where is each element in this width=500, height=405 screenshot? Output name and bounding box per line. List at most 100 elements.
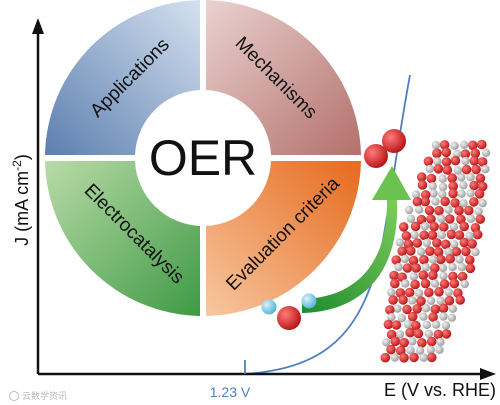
metal-atom [422,238,432,248]
oxygen-atom [438,303,449,314]
oxygen-atom [390,278,400,289]
oxygen-atom [402,263,413,273]
watermark-text: 云数学资讯 [22,390,67,402]
metal-atom [461,156,470,166]
oxygen-atom [416,296,426,307]
metal-atom [437,214,446,223]
oxygen-atom [467,239,478,249]
oxygen-atom [419,254,429,265]
oxygen-atom [398,222,409,232]
oxygen-atom [475,214,486,224]
oxygen-atom [391,255,402,265]
oxygen-atom [472,229,483,240]
metal-atom [429,189,438,198]
oxygen-atom [432,238,442,248]
x-axis-arrowhead [480,368,496,380]
metal-atom [457,189,466,198]
o2-atom-2 [364,144,388,168]
oxygen-atom [459,221,470,232]
oxygen-atom [445,214,455,224]
oxygen-atom [455,295,466,305]
oxygen-atom [388,295,398,305]
metal-atom [419,353,428,362]
oxygen-atom [441,329,452,339]
metal-atom [444,247,453,256]
metal-atom [457,263,467,272]
oxygen-atom [420,196,431,207]
metal-atom [430,279,440,288]
oxygen-atom [450,155,461,166]
metal-atom [401,279,410,288]
metal-atom [460,279,469,289]
metal-atom [403,320,413,329]
metal-atom [448,262,457,272]
metal-atom [426,345,435,355]
metal-atom [424,329,434,338]
oxygen-atom [441,147,452,158]
metal-atom [412,190,421,199]
oxygen-atom [398,295,408,305]
metal-atom [438,263,448,273]
oxygen-atom [405,327,415,338]
oxygen-atom [426,336,437,347]
oxygen-atom [445,254,456,264]
oxygen-atom [426,214,436,224]
oxygen-atom [428,312,438,322]
oxygen-atom [450,198,460,208]
metal-atom [387,288,396,297]
metal-atom [429,255,438,264]
metal-atom [478,199,487,208]
oxygen-atom [474,189,485,199]
metal-atom [390,353,399,362]
oxygen-atom [449,278,460,289]
oxygen-atom [423,156,434,167]
metal-atom [441,321,451,330]
metal-atom [466,214,476,223]
oxygen-atom [385,305,395,315]
metal-atom [404,205,414,215]
metal-atom [394,262,403,272]
metal-atom [444,288,453,297]
oxygen-atom [442,165,453,175]
metal-atom [425,164,435,174]
metal-atom [447,313,457,322]
oxygen-atom [448,188,458,199]
oxygen-atom [456,214,466,225]
metal-atom [439,312,448,321]
oxygen-atom [383,319,394,330]
oxygen-atom [439,222,449,232]
x-axis-label: E (V vs. RHE) [384,380,496,400]
metal-atom [406,214,416,223]
oxygen-atom [411,263,422,273]
oxygen-atom [406,246,416,256]
segment-electrocatalysis [45,161,200,316]
oxygen-atom [432,148,442,159]
metal-atom [395,238,404,247]
oxygen-atom [412,238,423,248]
oxygen-atom [412,304,422,314]
water-hydrogen-2 [301,293,317,309]
metal-atom [474,207,483,216]
oxygen-atom [399,353,409,363]
water-hydrogen-1 [261,299,277,315]
oxygen-atom [440,239,451,250]
oxygen-atom [434,205,444,216]
metal-atom [459,199,468,208]
segment-evaluation-criteria [206,161,361,316]
oxygen-atom [465,255,475,265]
oxygen-atom [469,197,479,207]
oxygen-atom [454,205,464,216]
oxygen-atom [433,164,444,174]
watermark-icon [9,391,19,401]
oxygen-atom [454,230,465,240]
metal-atom [457,173,466,182]
oxygen-atom [410,221,421,232]
oxygen-atom [386,344,396,355]
metal-atom [436,296,445,306]
oxygen-atom [459,237,470,248]
oxygen-atom [439,279,450,289]
metal-atom [465,231,474,241]
y-axis-label: J (mA cm-2) [10,154,32,246]
metal-atom [421,304,431,313]
